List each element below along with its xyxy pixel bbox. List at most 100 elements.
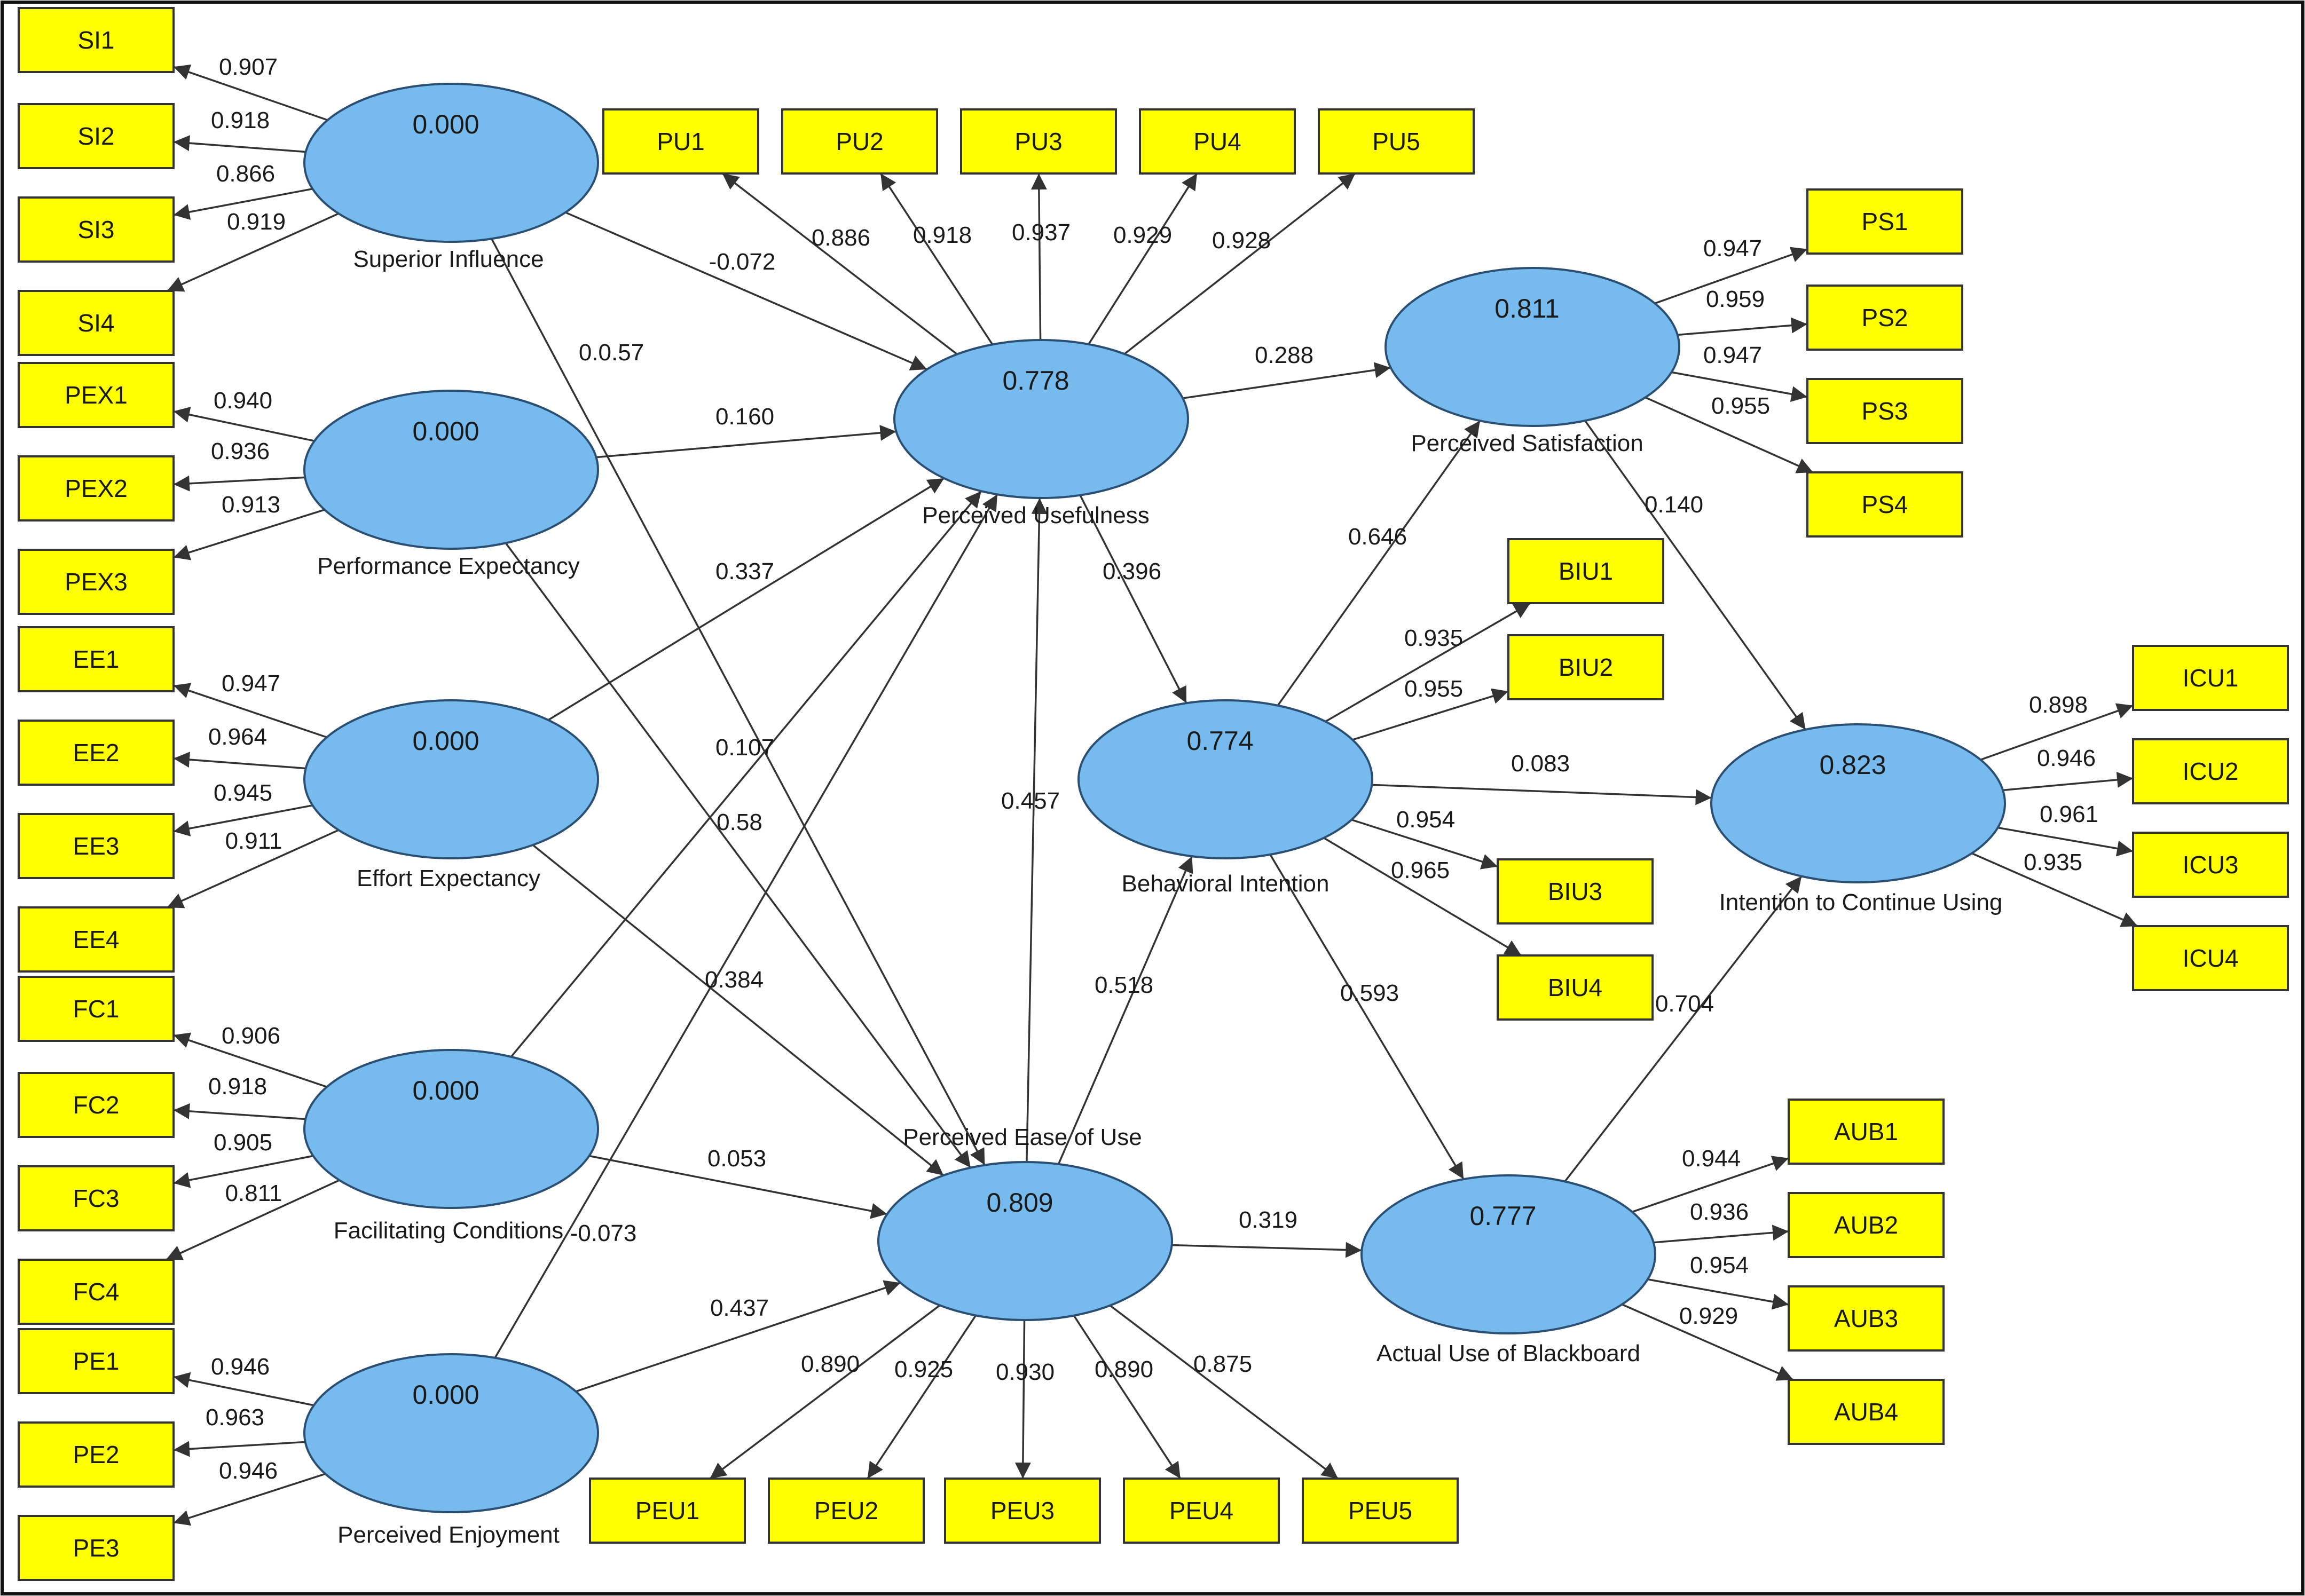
outer-loading: 0.963 <box>206 1404 264 1431</box>
indicator-pu5[interactable] <box>1318 108 1475 175</box>
indicator-label: PS1 <box>1862 208 1908 235</box>
indicator-si4[interactable] <box>18 290 175 356</box>
path-coefficient: 0.704 <box>1655 991 1714 1017</box>
indicator-biu4[interactable] <box>1497 954 1654 1021</box>
path-coefficient: 0.083 <box>1511 750 1570 777</box>
outer-loading: 0.954 <box>1396 807 1455 833</box>
indicator-peu3[interactable] <box>944 1478 1101 1544</box>
outer-loading: 0.935 <box>2024 849 2082 875</box>
indicator-label: AUB3 <box>1834 1305 1898 1332</box>
indicator-ps2[interactable] <box>1806 285 1963 351</box>
construct-icu[interactable] <box>1710 723 2006 883</box>
indicator-peu1[interactable] <box>589 1478 746 1544</box>
indicator-label: PEU4 <box>1169 1497 1233 1524</box>
indicator-pex1[interactable] <box>18 362 175 428</box>
indicator-biu1[interactable] <box>1507 538 1664 604</box>
outer-loading: 0.890 <box>801 1351 860 1377</box>
construct-aub[interactable] <box>1360 1174 1656 1334</box>
loading-arrow-peu3 <box>1014 1320 1031 1479</box>
outer-loading: 0.936 <box>211 438 270 464</box>
indicator-icu3[interactable] <box>2132 832 2289 898</box>
loading-arrow-pu4 <box>1088 173 1198 345</box>
construct-bi[interactable] <box>1077 699 1373 859</box>
indicator-ee2[interactable] <box>18 720 175 786</box>
indicator-pex2[interactable] <box>18 455 175 522</box>
indicator-aub2[interactable] <box>1788 1192 1945 1258</box>
construct-pe[interactable] <box>303 1353 599 1513</box>
outer-loading: 0.961 <box>2040 801 2098 827</box>
indicator-pex3[interactable] <box>18 549 175 615</box>
indicator-peu5[interactable] <box>1302 1478 1459 1544</box>
construct-ee[interactable] <box>303 699 599 859</box>
indicator-fc1[interactable] <box>18 976 175 1042</box>
construct-pu[interactable] <box>893 339 1189 499</box>
indicator-biu3[interactable] <box>1497 858 1654 925</box>
construct-si[interactable] <box>303 83 599 243</box>
indicator-label: PEU3 <box>990 1497 1055 1524</box>
indicator-icu4[interactable] <box>2132 925 2289 991</box>
indicator-aub1[interactable] <box>1788 1099 1945 1165</box>
path-coefficient: -0.072 <box>709 249 776 275</box>
construct-fc[interactable] <box>303 1049 599 1209</box>
loading-arrow-pex2 <box>173 475 305 492</box>
indicator-ps4[interactable] <box>1806 471 1963 538</box>
indicator-label: FC1 <box>73 995 120 1023</box>
construct-pex[interactable] <box>303 390 599 550</box>
indicator-label: PEU5 <box>1348 1497 1412 1524</box>
construct-peu[interactable] <box>877 1161 1173 1321</box>
indicator-pu1[interactable] <box>602 108 759 175</box>
indicator-pe3[interactable] <box>18 1515 175 1581</box>
path-pe-to-peu <box>575 1280 901 1393</box>
r-squared-value: 0.000 <box>412 1380 479 1410</box>
indicator-si2[interactable] <box>18 103 175 169</box>
loading-arrow-icu4 <box>1971 852 2138 927</box>
loading-arrow-ee3 <box>173 804 313 836</box>
loading-arrow-si1 <box>173 64 328 121</box>
indicator-pe2[interactable] <box>18 1421 175 1488</box>
indicator-ee4[interactable] <box>18 906 175 973</box>
indicator-fc2[interactable] <box>18 1072 175 1138</box>
outer-loading: 0.913 <box>222 492 280 518</box>
indicator-label: FC2 <box>73 1091 120 1119</box>
indicator-label: PE2 <box>73 1441 120 1468</box>
construct-name: Superior Influence <box>353 246 544 272</box>
indicator-ee1[interactable] <box>18 626 175 692</box>
indicator-icu1[interactable] <box>2132 645 2289 711</box>
indicator-aub3[interactable] <box>1788 1285 1945 1352</box>
indicator-label: ICU2 <box>2183 757 2239 785</box>
indicator-ps1[interactable] <box>1806 188 1963 255</box>
construct-name: Perceived Enjoyment <box>337 1522 560 1548</box>
loading-arrow-biu3 <box>1351 819 1498 870</box>
indicator-peu2[interactable] <box>768 1478 925 1544</box>
indicator-label: PS2 <box>1862 304 1908 331</box>
outer-loading: 0.964 <box>208 724 267 750</box>
indicator-ps3[interactable] <box>1806 378 1963 444</box>
indicator-si3[interactable] <box>18 196 175 263</box>
indicator-aub4[interactable] <box>1788 1379 1945 1445</box>
indicator-label: ICU4 <box>2183 944 2239 972</box>
outer-loading: 0.944 <box>1682 1145 1741 1172</box>
connector-layer <box>166 64 2138 1526</box>
outer-loading: 0.918 <box>211 107 270 133</box>
outer-loading: 0.918 <box>913 222 972 248</box>
construct-ps[interactable] <box>1384 267 1680 427</box>
indicator-ee3[interactable] <box>18 813 175 879</box>
indicator-label: BIU3 <box>1548 878 1602 905</box>
loading-arrow-pu3 <box>1030 173 1047 341</box>
label-layer: -0.0720.0.570.1600.580.3370.3840.1070.05… <box>65 26 2238 1562</box>
indicator-pu2[interactable] <box>781 108 938 175</box>
indicator-si1[interactable] <box>18 7 175 73</box>
indicator-fc3[interactable] <box>18 1165 175 1231</box>
indicator-peu4[interactable] <box>1123 1478 1280 1544</box>
indicator-label: SI4 <box>77 309 114 337</box>
path-peu-to-aub <box>1171 1242 1362 1258</box>
indicator-icu2[interactable] <box>2132 738 2289 804</box>
path-bi-to-aub <box>1269 854 1465 1180</box>
outer-loading: 0.937 <box>1012 219 1071 246</box>
indicator-pu3[interactable] <box>960 108 1117 175</box>
indicator-label: PU3 <box>1014 128 1062 155</box>
indicator-fc4[interactable] <box>18 1259 175 1325</box>
indicator-pe1[interactable] <box>18 1328 175 1394</box>
indicator-pu4[interactable] <box>1139 108 1296 175</box>
indicator-biu2[interactable] <box>1507 634 1664 700</box>
